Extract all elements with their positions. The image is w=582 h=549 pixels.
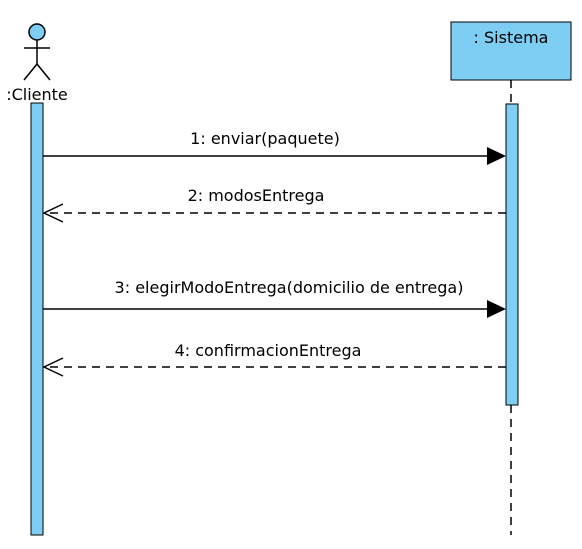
actor-head [28, 23, 46, 41]
message-2-label: 2: modosEntrega [188, 186, 325, 205]
cliente-label: :Cliente [6, 85, 68, 104]
sistema-object-box[interactable] [450, 21, 572, 81]
message-1[interactable]: 1: enviar(paquete) [43, 129, 506, 165]
sistema-activation-bar [505, 103, 519, 406]
actor-right-leg [36, 63, 51, 81]
message-3-label: 3: elegirModoEntrega(domicilio de entreg… [115, 278, 464, 297]
cliente-actor[interactable] [23, 23, 51, 81]
message-4-label: 4: confirmacionEntrega [175, 341, 362, 360]
message-2[interactable]: 2: modosEntrega [42, 186, 506, 223]
sistema-label: : Sistema [474, 28, 549, 47]
message-1-label: 1: enviar(paquete) [190, 129, 340, 148]
actor-left-leg [23, 63, 38, 81]
message-3-arrowhead [487, 300, 506, 318]
message-3[interactable]: 3: elegirModoEntrega(domicilio de entreg… [43, 278, 506, 318]
cliente-activation-bar [30, 102, 44, 536]
message-2-arrowhead [42, 203, 64, 223]
message-1-arrowhead [487, 147, 506, 165]
message-4[interactable]: 4: confirmacionEntrega [42, 341, 506, 377]
message-4-arrowhead [42, 357, 64, 377]
